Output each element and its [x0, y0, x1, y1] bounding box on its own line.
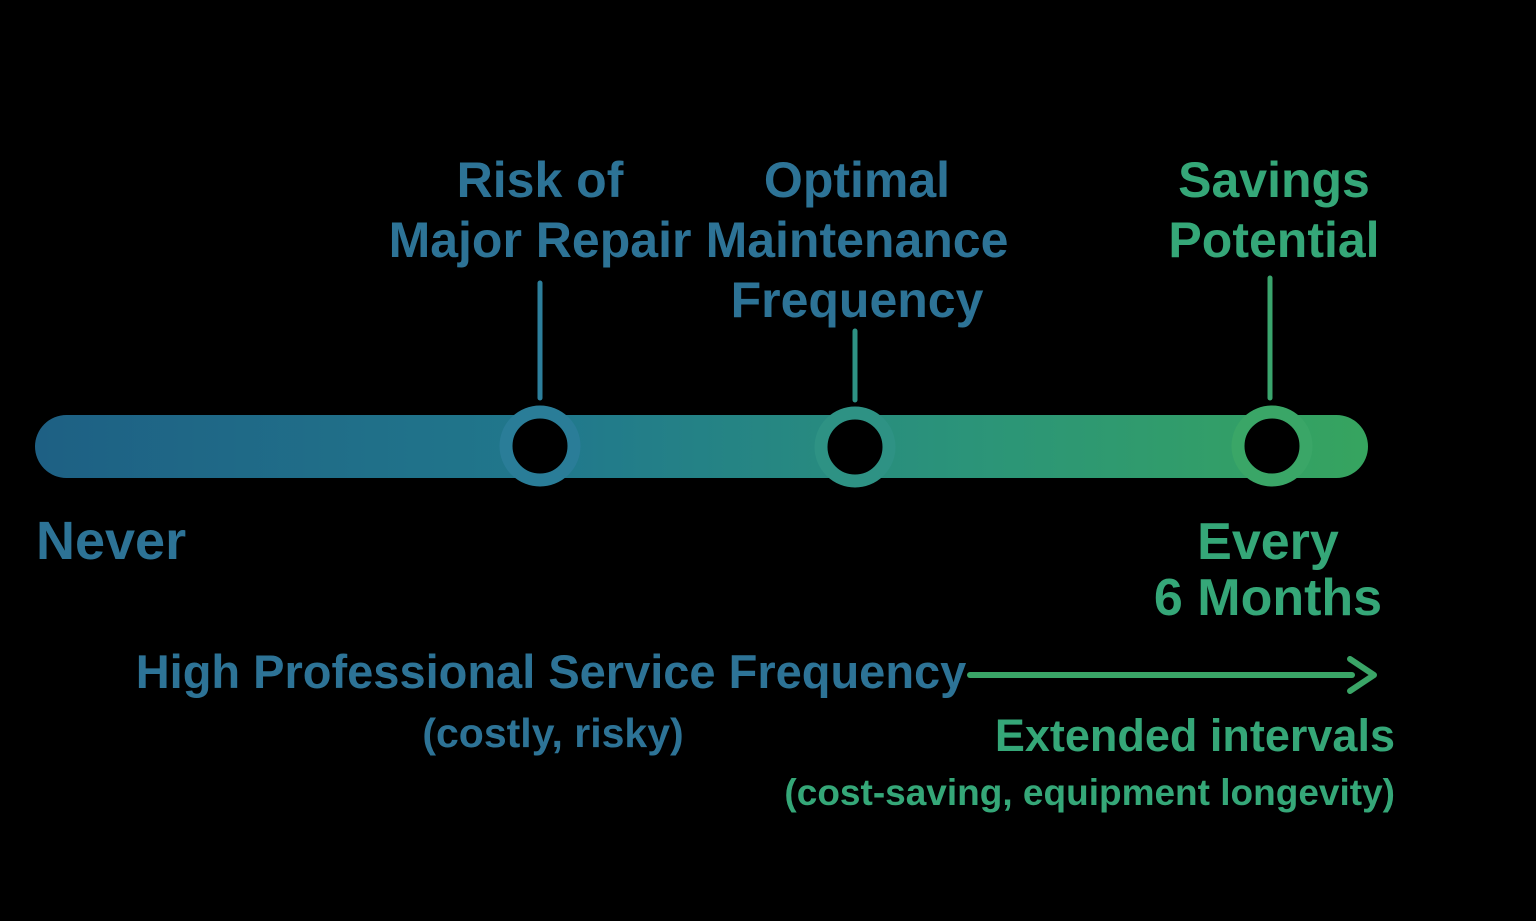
- marker-ring-risk: [499, 405, 581, 487]
- right-zone: Extended intervals (cost-saving, equipme…: [784, 710, 1395, 816]
- callout-optimal-line3: Frequency: [730, 272, 984, 328]
- callout-savings-line1: Savings: [1178, 152, 1370, 208]
- left-zone-subtitle: (costly, risky): [422, 710, 684, 756]
- callout-optimal-maintenance-frequency: Optimal Maintenance Frequency: [706, 150, 1009, 330]
- timeline-bar: [35, 415, 1368, 478]
- marker-ring-savings: [1231, 405, 1313, 487]
- axis-end-line1: Every: [1197, 513, 1339, 571]
- callout-risk-line1: Risk of: [456, 152, 624, 208]
- right-zone-subtitle: (cost-saving, equipment longevity): [784, 772, 1395, 813]
- left-zone-title: High Professional Service Frequency: [135, 645, 967, 698]
- marker-ring-optimal: [814, 406, 896, 488]
- callout-risk-line2: Major Repair: [388, 212, 692, 268]
- axis-label-every-6-months: Every 6 Months: [1154, 514, 1382, 626]
- axis-end-line2: 6 Months: [1153, 569, 1383, 627]
- callout-optimal-line1: Optimal: [763, 152, 951, 208]
- axis-label-never: Never: [36, 511, 187, 571]
- callout-optimal-line2: Maintenance: [705, 212, 1009, 268]
- callout-savings-potential: Savings Potential: [1168, 150, 1379, 270]
- callout-risk-of-major-repair: Risk of Major Repair: [389, 150, 692, 270]
- callout-savings-line2: Potential: [1168, 212, 1380, 268]
- right-zone-title: Extended intervals: [994, 710, 1395, 761]
- arrow-right-icon: [967, 656, 1377, 694]
